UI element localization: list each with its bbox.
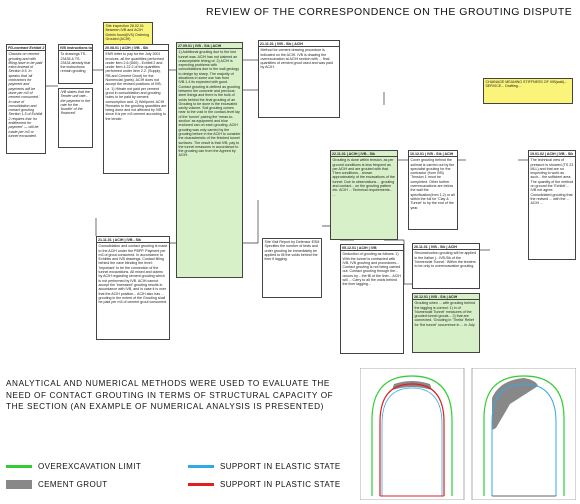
letter-card-20-08-01: 20.08.01 | ACIH | IVB - Sik ENR letter t… (103, 44, 169, 174)
tunnel-section-figures (360, 368, 576, 500)
legend-swatch-blue (188, 465, 214, 468)
chainage-note: CHAINAGE MEANING STIFFNESS OF IVB(wall).… (483, 78, 573, 104)
site-visit-note: Site Visit Report by Defensor ESM Specif… (262, 238, 322, 298)
legend-swatch-red (188, 483, 214, 486)
letter-card-19-01-02: 19.01.02 | ACIH | IVB - Sik The technica… (528, 150, 576, 260)
letter-card-21-11-01-ivb: 21.11.01 | IVB - Sik | ACIH Method for c… (258, 40, 340, 118)
contract-exhibit-card: PD-contract Exhibit 2 Clauses on cement … (6, 44, 46, 154)
legend-swatch-green (6, 465, 32, 468)
legend-overexcavation: OVEREXCAVATION LIMIT (6, 462, 141, 471)
ivb-states-card: IVB states that the Tender unit rate... … (58, 88, 93, 148)
letter-card-05-12-01: 05.12.01 | ACIH | IVB Deduction of grout… (340, 244, 404, 354)
legend-grout: CEMENT GROUT (6, 480, 108, 489)
letter-card-26-11-01: 26.11.01 | IVB - Sik | ACIH Reconstructi… (412, 243, 480, 289)
legend-swatch-grey (6, 480, 32, 489)
letter-card-10-12-01: 10.12.01 | IVB - Sik | ACIH Cover grouti… (408, 150, 458, 230)
letter-card-21-11-01-acih: 21.11.01 | ACIH | IVB - Sik Consolidatio… (96, 236, 170, 340)
ivb-instructions-card: IVB instructions to grouting To drawings… (58, 44, 93, 84)
letter-card-22-11-01: 22.11.01 | ACIH | IVB - Sik Grouting is … (330, 150, 398, 240)
page-title: REVIEW OF THE CORRESPONDENCE ON THE GROU… (206, 6, 573, 18)
tunnel-section-left (360, 368, 465, 500)
legend-elastic: SUPPORT IN ELASTIC STATE (188, 462, 341, 471)
analysis-description: ANALYTICAL AND NUMERICAL METHODS WERE US… (6, 379, 334, 411)
tunnel-section-right (471, 368, 576, 500)
letter-card-27-09-01: 27.09.01 | IVB - Sik | ACIH 1) Additiona… (176, 42, 243, 278)
letter-card-26-12-01: 26.12.01 | IVB - Sik | ACIH Grouting whe… (412, 293, 480, 353)
legend-plastic: SUPPORT IN PLASTIC STATE (188, 480, 341, 489)
